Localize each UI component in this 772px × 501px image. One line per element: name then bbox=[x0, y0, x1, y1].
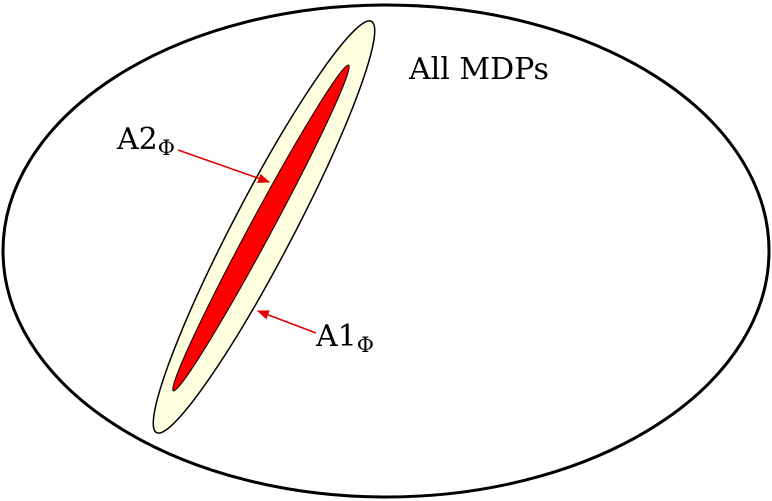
a2-label-base: A2 bbox=[116, 122, 158, 157]
a2-region bbox=[172, 64, 350, 392]
a2-arrow bbox=[177, 149, 271, 183]
all-mdps-label: All MDPs bbox=[408, 52, 549, 87]
a2-label: A2Φ bbox=[116, 122, 175, 160]
a1-label-subscript: Φ bbox=[357, 333, 374, 357]
all-mdps-region bbox=[1, 3, 771, 499]
a1-label: A1Φ bbox=[315, 319, 374, 357]
a2-label-subscript: Φ bbox=[158, 136, 175, 160]
a1-label-base: A1 bbox=[315, 319, 357, 354]
a1-arrow bbox=[256, 310, 317, 334]
